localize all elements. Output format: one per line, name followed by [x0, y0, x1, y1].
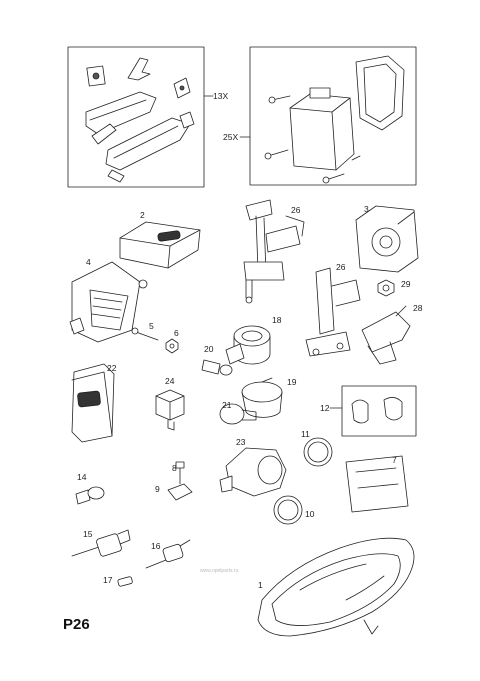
part-1-headlamp: [257, 537, 415, 637]
kit-box-13x: [67, 46, 214, 188]
part-24-cover: [155, 389, 185, 431]
callout-9: 9: [155, 484, 160, 494]
callout-4: 4: [86, 257, 91, 267]
callout-19: 19: [287, 377, 297, 387]
part-17-bulb: [117, 576, 133, 587]
part-19-bulb-holder: [241, 377, 283, 418]
part-26-actuator: [305, 267, 361, 357]
part-28-clip: [361, 305, 411, 365]
callout-20: 20: [204, 344, 214, 354]
callout-7: 7: [392, 455, 397, 465]
callout-6: 6: [174, 328, 179, 338]
part-27-actuator: [243, 199, 305, 304]
callout-5: 5: [149, 321, 154, 331]
part-23-housing: [219, 447, 287, 497]
callout-14: 14: [77, 472, 87, 482]
part-18-socket: [225, 325, 271, 365]
callout-2: 2: [140, 210, 145, 220]
part-7-plate: [345, 455, 409, 513]
callout-15: 15: [83, 529, 93, 539]
part-10-ring: [273, 495, 303, 525]
callout-12: 12: [320, 403, 330, 413]
part-8-screw: [175, 461, 185, 485]
callout-11: 11: [301, 429, 310, 439]
callout-16: 16: [151, 541, 161, 551]
part-16-bulb: [145, 539, 191, 569]
callout-10: 10: [305, 509, 315, 519]
callout-27: 26: [291, 205, 301, 215]
part-29-nut: [377, 279, 395, 297]
part-6-nut: [165, 338, 179, 354]
callout-8: 8: [172, 463, 177, 473]
callout-29: 29: [401, 279, 411, 289]
page-id: P26: [63, 616, 90, 633]
callout-23: 23: [236, 437, 246, 447]
callout-24: 24: [165, 376, 175, 386]
part-22-control-unit: [71, 363, 115, 443]
part-2-ballast: [119, 221, 201, 269]
part-3-housing: [355, 205, 419, 273]
part-12-caps: [329, 385, 417, 437]
callout-26: 26: [336, 262, 346, 272]
callout-28: 28: [413, 303, 423, 313]
callout-13x: 13X: [213, 91, 229, 101]
part-11-ring: [303, 437, 333, 467]
callout-1: 1: [258, 580, 263, 590]
part-15-xenon-bulb: [71, 529, 131, 557]
callout-17: 17: [103, 575, 113, 585]
callout-3: 3: [364, 204, 369, 214]
part-21-bulb: [219, 403, 257, 425]
callout-22: 22: [107, 363, 117, 373]
kit-box-25x: [239, 46, 417, 186]
part-9-clip: [167, 483, 193, 501]
part-20-bulb: [201, 359, 233, 376]
callout-18: 18: [272, 315, 282, 325]
part-5-screw: [131, 327, 159, 341]
callout-21: 21: [222, 400, 232, 410]
watermark: www.opelparts.ru: [200, 568, 239, 574]
callout-25x: 25X: [223, 132, 239, 142]
part-4-bracket: [69, 261, 148, 343]
part-14-bulb: [75, 486, 105, 505]
